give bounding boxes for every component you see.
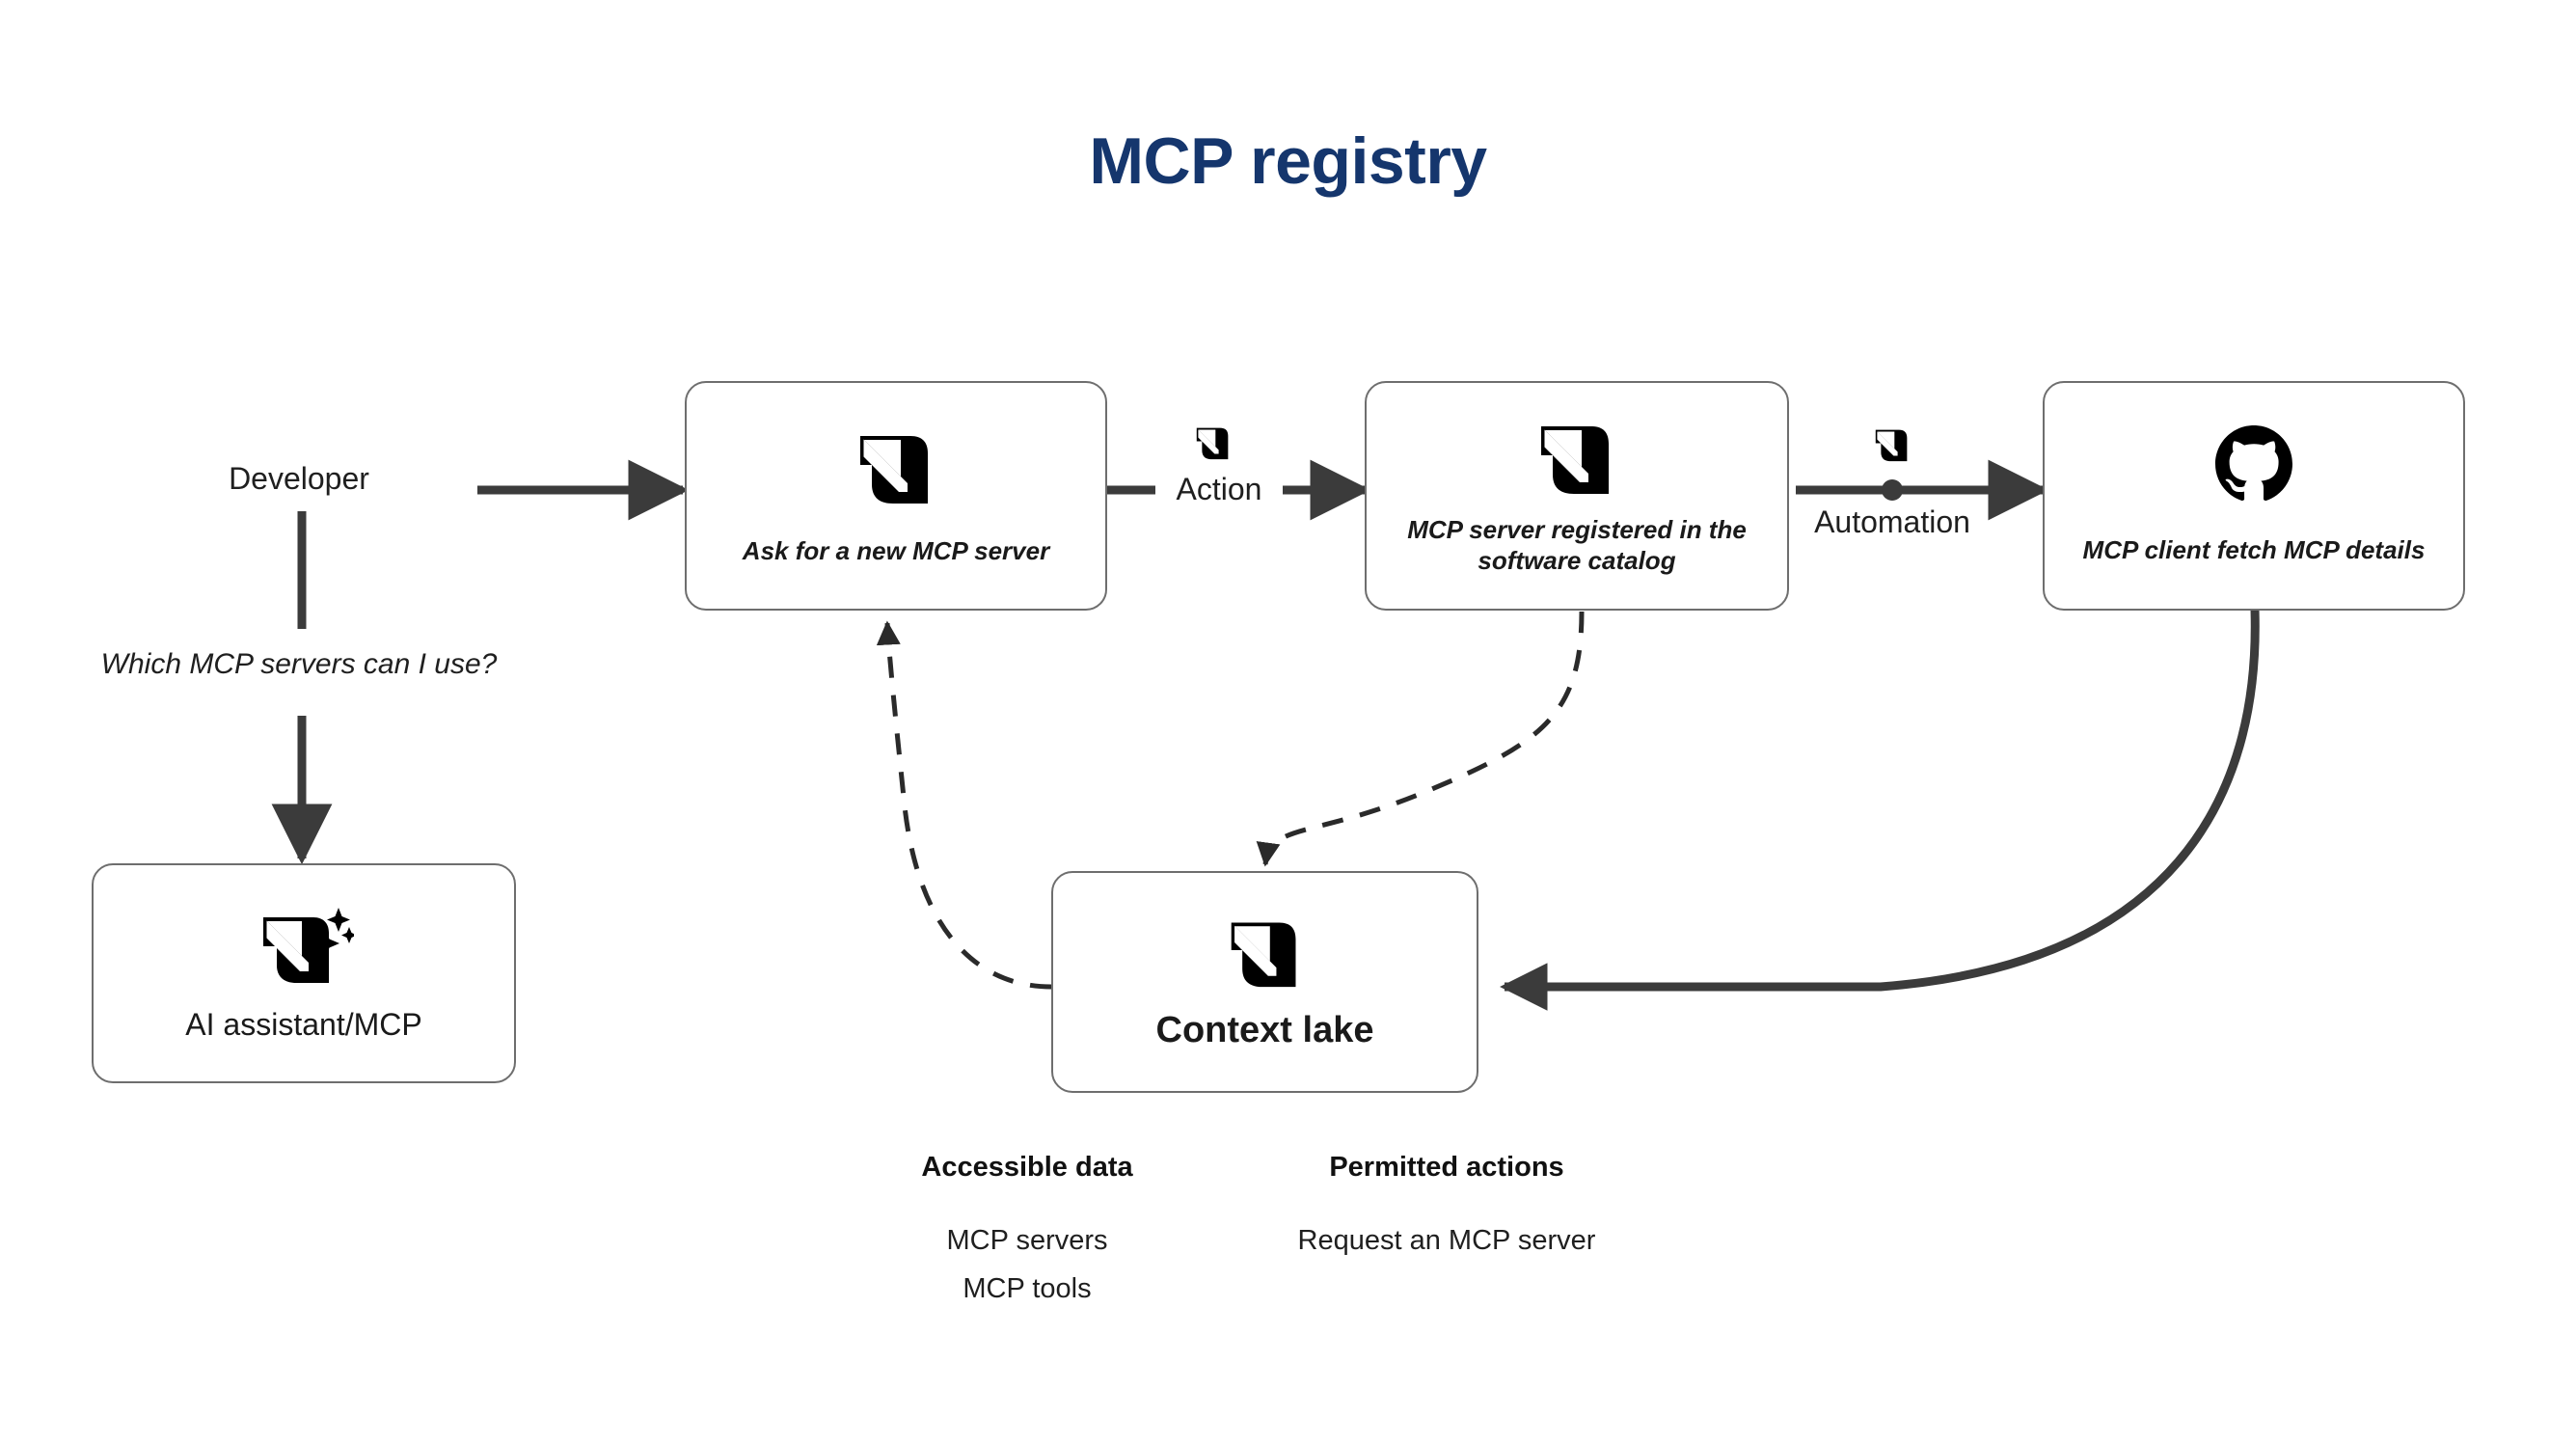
permitted-actions-item: Request an MCP server [1297, 1225, 1596, 1256]
mcp-icon [1226, 912, 1305, 991]
mcp-icon [1873, 424, 1912, 468]
mcp-icon [854, 424, 937, 507]
mcp-icon [1535, 415, 1618, 498]
node-mcp-server-registered-label: MCP server registered in the software ca… [1407, 515, 1747, 575]
page-title: MCP registry [1089, 124, 1487, 198]
automation-waypoint-dot [1882, 479, 1903, 501]
node-ask-new-mcp-server-label: Ask for a new MCP server [742, 536, 1050, 566]
node-context-lake-label: Context lake [1155, 1009, 1374, 1050]
edge-contextlake-to-ask-dashed [876, 620, 1052, 990]
github-icon [2214, 425, 2293, 503]
node-mcp-client-fetch[interactable]: MCP client fetch MCP details [2043, 381, 2465, 611]
mcp-icon [1194, 422, 1233, 466]
permitted-actions-heading: Permitted actions [1329, 1152, 1564, 1183]
node-ask-new-mcp-server[interactable]: Ask for a new MCP server [685, 381, 1107, 611]
node-context-lake[interactable]: Context lake [1051, 871, 1478, 1093]
node-mcp-client-fetch-label: MCP client fetch MCP details [2082, 535, 2426, 565]
edge-fetch-to-contextlake [1500, 609, 2260, 1011]
node-ai-assistant[interactable]: AI assistant/MCP [92, 863, 516, 1083]
edge-label-automation: Automation [1814, 504, 1970, 539]
edge-registered-to-contextlake-dashed [1256, 611, 1585, 867]
mcp-sparkle-icon [254, 902, 354, 991]
edge-label-action: Action [1176, 472, 1262, 506]
developer-label: Developer [229, 461, 369, 496]
developer-question-label: Which MCP servers can I use? [100, 648, 498, 680]
accessible-data-item: MCP servers [946, 1225, 1108, 1256]
accessible-data-item: MCP tools [963, 1273, 1092, 1304]
node-ai-assistant-label: AI assistant/MCP [185, 1007, 422, 1043]
node-mcp-server-registered[interactable]: MCP server registered in the software ca… [1365, 381, 1789, 611]
accessible-data-heading: Accessible data [921, 1152, 1133, 1183]
